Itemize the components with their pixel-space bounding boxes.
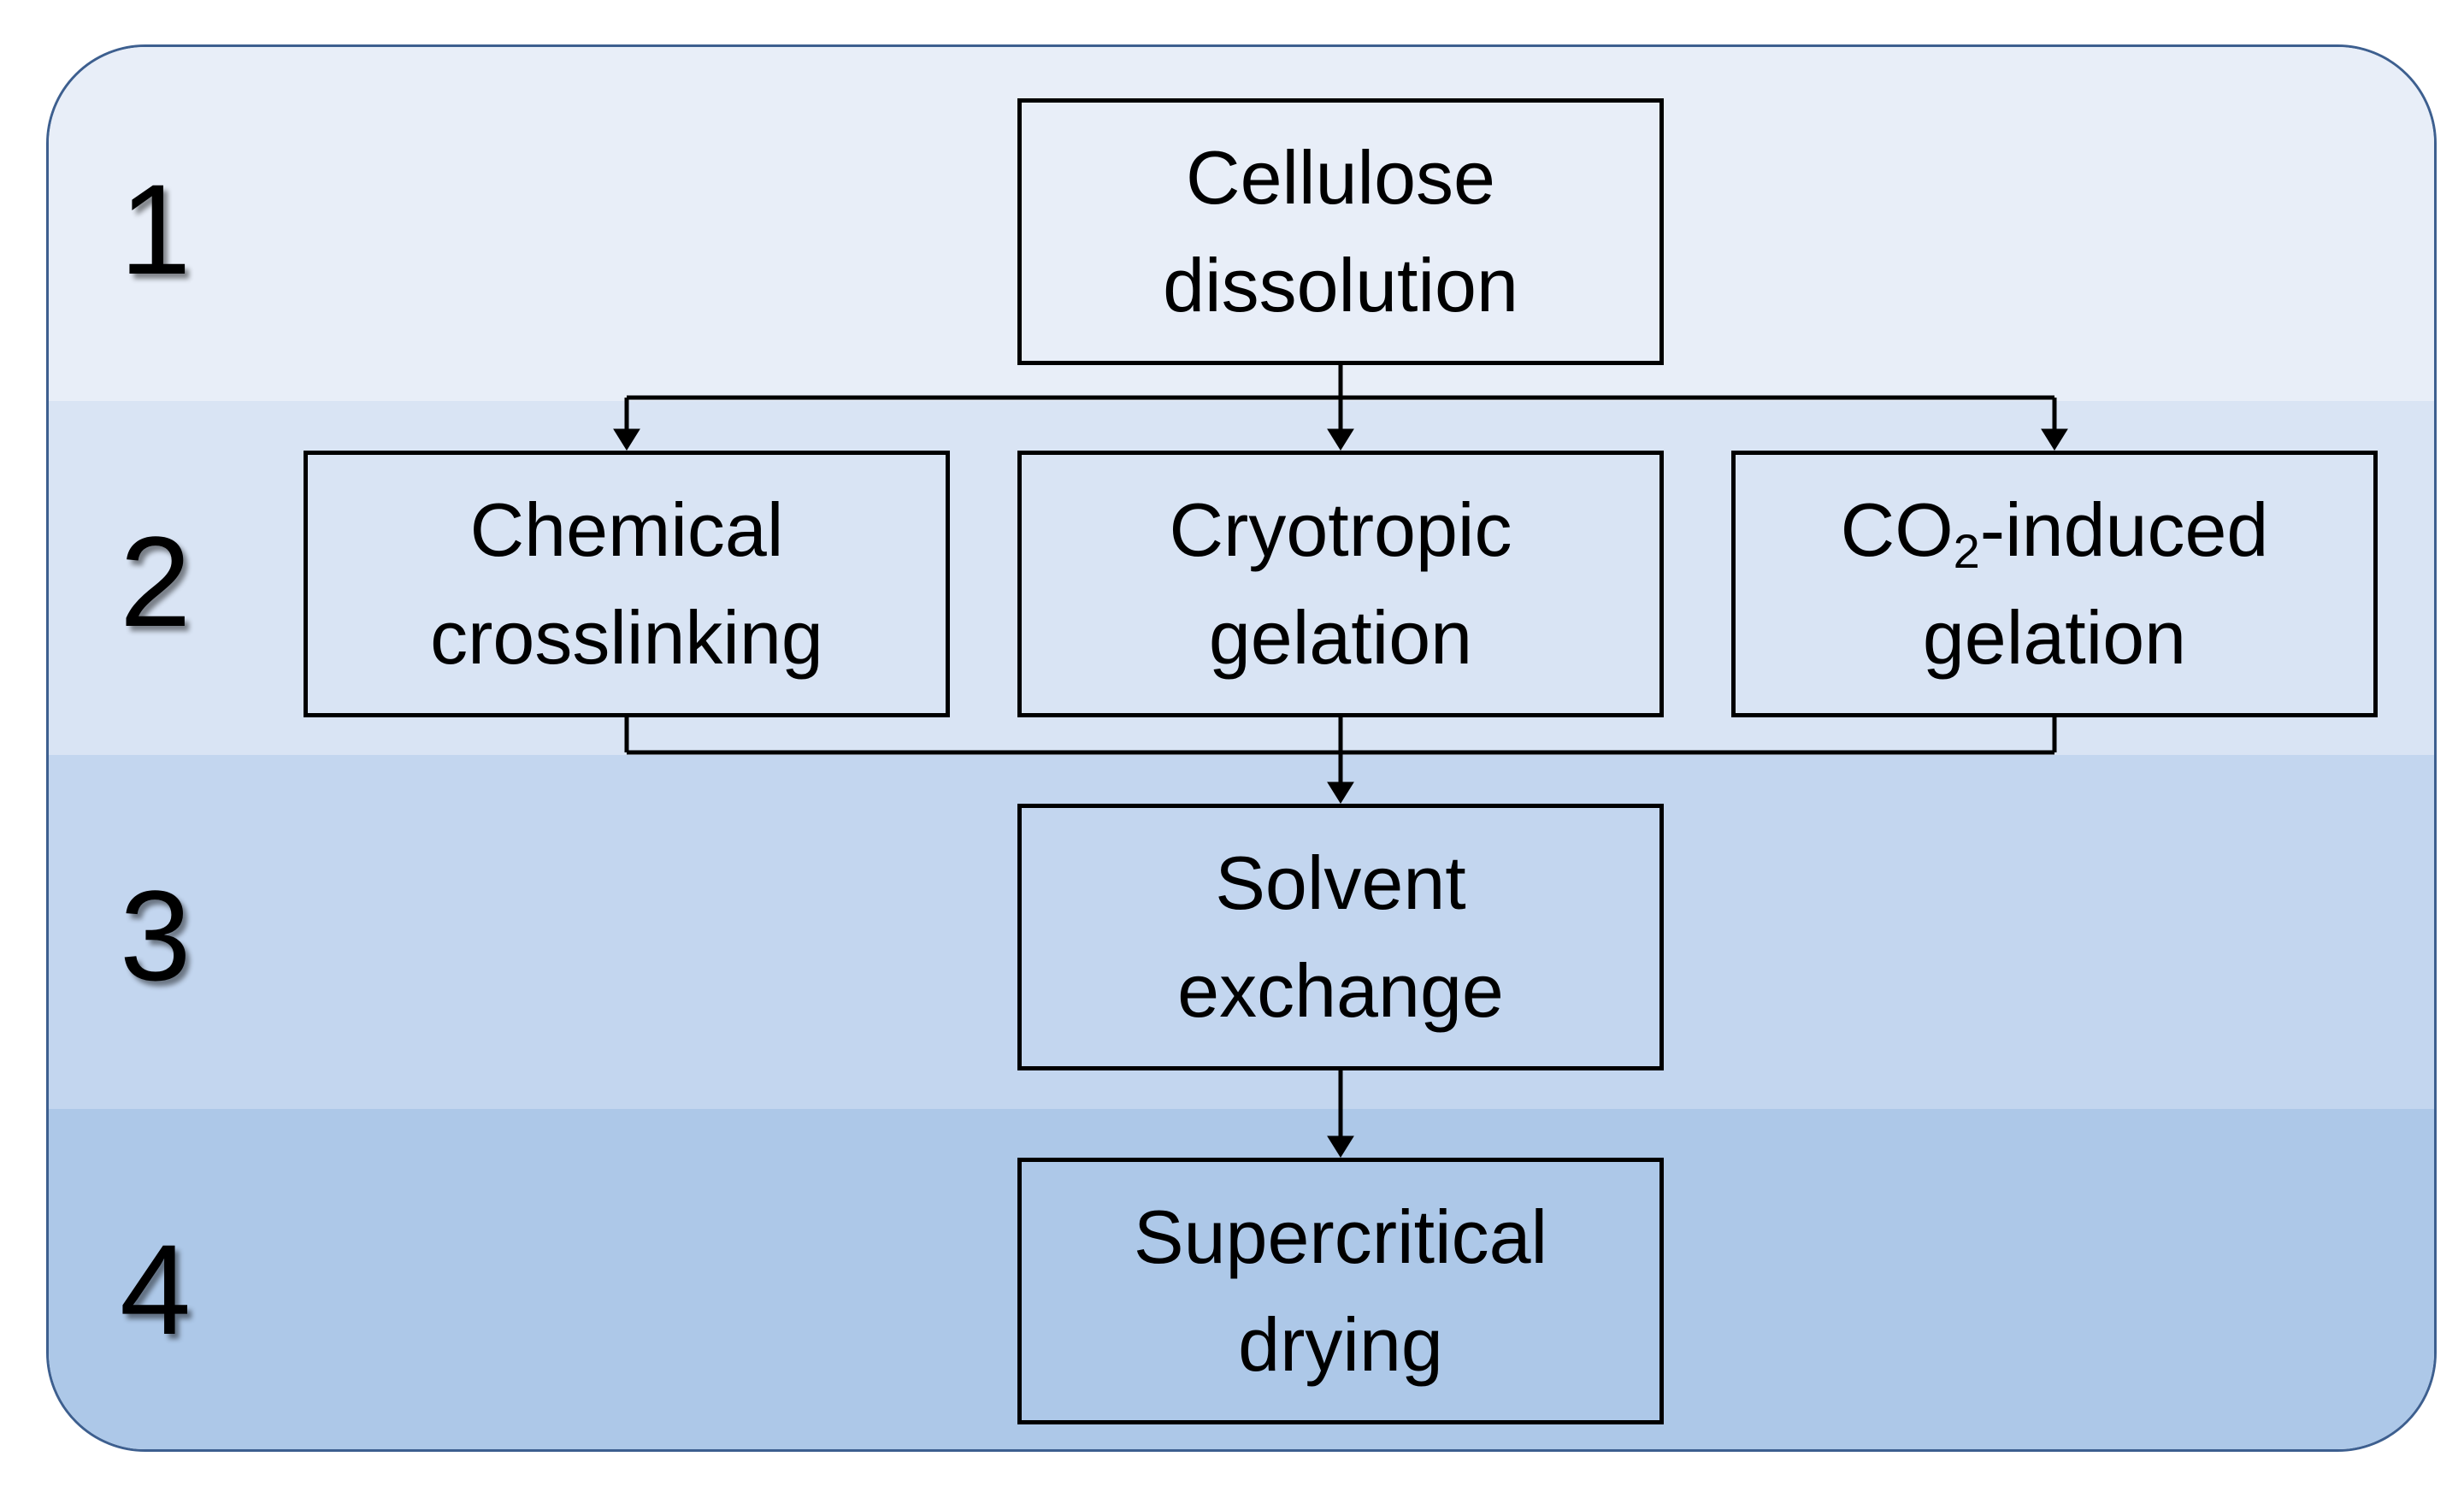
co2-subscript: 2 [1953, 524, 1980, 578]
box-label-line2: drying [1238, 1302, 1443, 1387]
step-number-1: 1 [120, 157, 192, 301]
arrowhead-supercritical [1327, 1135, 1354, 1158]
box-cellulose-dissolution: Cellulose dissolution [1017, 98, 1664, 365]
band-step-1 [49, 47, 2434, 401]
box-label-line2: gelation [1922, 595, 2187, 680]
box-solvent-exchange: Solvent exchange [1017, 804, 1664, 1070]
box-label-line1: Solvent [1215, 840, 1466, 925]
arrowhead-cryotropic [1327, 428, 1354, 451]
box-label-line1: Cellulose [1186, 135, 1495, 220]
co2-prefix: CO [1840, 487, 1954, 572]
step-number-3: 3 [120, 864, 192, 1007]
box-chemical-crosslinking: Chemical crosslinking [304, 451, 950, 717]
box-label-line1: Supercritical [1133, 1194, 1548, 1279]
arrowhead-solvent [1327, 781, 1354, 804]
band-step-3 [49, 755, 2434, 1109]
step-number-2: 2 [120, 510, 192, 653]
box-label-line1: CO2-induced [1841, 476, 2269, 584]
background-panel [46, 44, 2437, 1452]
box-co2-induced-gelation: CO2-induced gelation [1731, 451, 2378, 717]
box-label-line2: exchange [1177, 948, 1504, 1033]
box-label-line2: crosslinking [430, 595, 823, 680]
box-label-line2: dissolution [1163, 243, 1518, 327]
box-supercritical-drying: Supercritical drying [1017, 1158, 1664, 1424]
box-label-line1: Cryotropic [1169, 487, 1512, 572]
arrowhead-co2 [2041, 428, 2068, 451]
box-label-line2: gelation [1208, 595, 1473, 680]
box-cryotropic-gelation: Cryotropic gelation [1017, 451, 1664, 717]
band-step-4 [49, 1109, 2434, 1449]
box-label-line1: Chemical [469, 487, 784, 572]
co2-suffix: -induced [1979, 487, 2269, 572]
band-step-2 [49, 401, 2434, 755]
step-number-4: 4 [120, 1218, 192, 1361]
arrowhead-chemical [613, 428, 640, 451]
